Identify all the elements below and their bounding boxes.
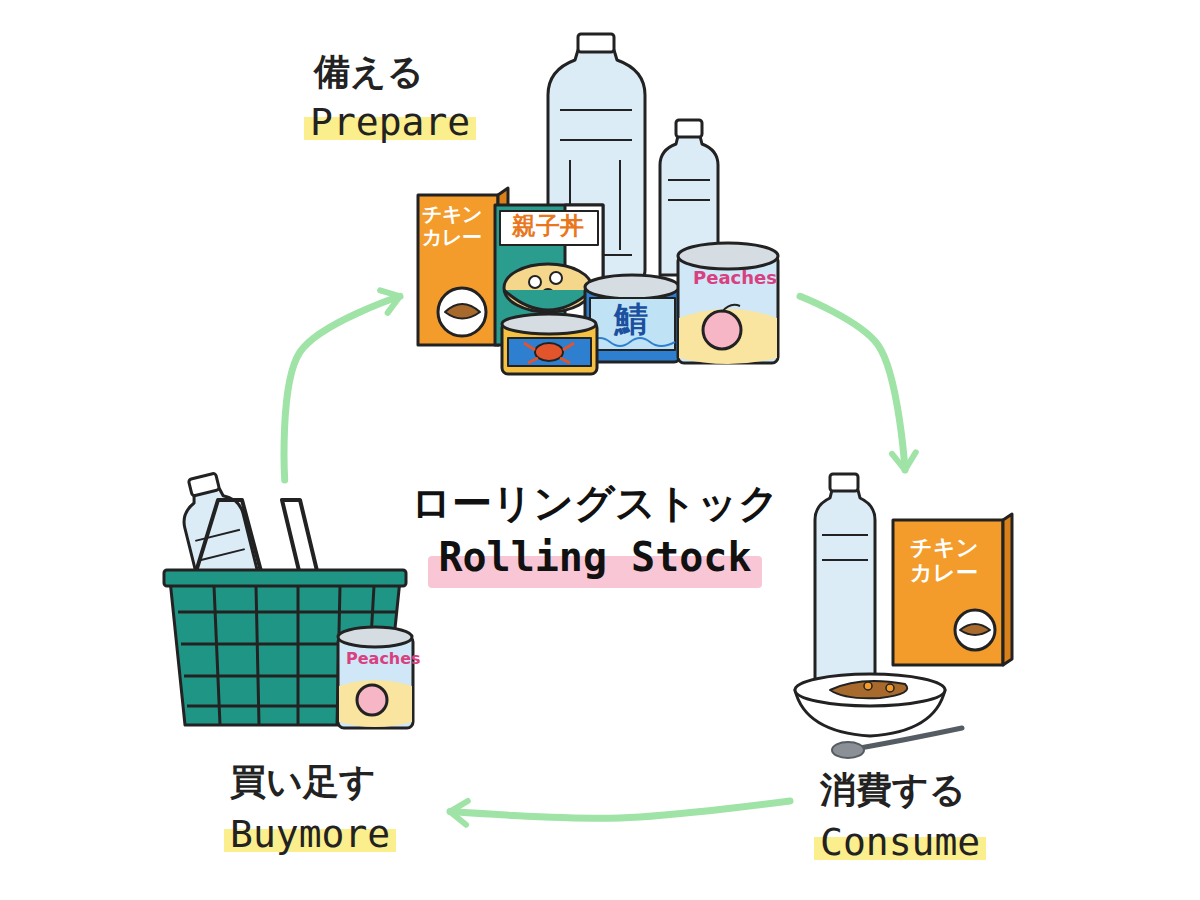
curry-box: [438, 288, 486, 336]
crab-can: [524, 343, 574, 363]
stage-label: Prepare: [304, 100, 476, 146]
basket-handles: [282, 500, 318, 575]
stage-heading: 消費する: [820, 768, 966, 811]
curry-plate: [830, 681, 907, 698]
curry-plate: [795, 674, 945, 706]
curry-plate: [864, 682, 872, 690]
spoon: [860, 728, 962, 748]
spoon: [832, 742, 864, 758]
small-water-bottle: [668, 180, 710, 200]
basket-handles: [195, 500, 262, 575]
peach-can: [339, 680, 412, 727]
cycle-arrow: [284, 296, 400, 480]
oyakodon-bowl: [504, 290, 592, 310]
mackerel-can: [585, 275, 679, 299]
water-bottle: [822, 535, 868, 560]
spoon: [832, 728, 962, 758]
small-water-bottle: [676, 120, 702, 137]
stage-label: Consume: [814, 820, 986, 866]
curry-box: [893, 520, 1003, 665]
peach-can: [338, 627, 413, 728]
water-bottle: [830, 474, 858, 491]
curry-box: [960, 624, 990, 635]
curry-box: [1003, 514, 1012, 665]
peach-can: [338, 627, 412, 647]
stage-label: Buymore: [224, 812, 396, 858]
stage-group: 買い足す Buymore: [160, 480, 450, 866]
oyakodon-bowl: [550, 272, 562, 284]
oyakodon-box: [495, 205, 603, 345]
stock-illustration: [418, 34, 778, 374]
stage-heading: 買い足す: [230, 760, 376, 803]
oyakodon-box: [495, 205, 603, 345]
package-label: Peaches: [346, 650, 421, 668]
water-bottle: [815, 474, 875, 690]
oyakodon-bowl: [504, 264, 592, 312]
curry-box: [893, 514, 1012, 665]
peach-can: [679, 309, 777, 364]
peach-can: [703, 311, 741, 349]
mackerel-can: [590, 298, 675, 350]
package-label: 鯖: [614, 300, 648, 339]
peach-can: [678, 243, 778, 364]
mackerel-can: [590, 338, 675, 346]
peach-can: [722, 305, 740, 312]
crab-can: [502, 314, 597, 374]
peach-can: [678, 255, 778, 363]
large-water-bottle: [578, 34, 614, 52]
package-label: Peaches: [693, 268, 777, 289]
package-label: チキンカレー: [422, 203, 488, 249]
curry-box: [418, 195, 498, 345]
basket-handles: [195, 500, 318, 575]
package-label: 親子丼: [512, 213, 584, 241]
stage-heading: 備える: [314, 50, 424, 93]
peach-can: [678, 243, 778, 269]
crab-can: [508, 338, 591, 366]
peach-can: [357, 685, 387, 715]
water-bottle: [188, 473, 219, 496]
crab-can: [502, 314, 596, 334]
oyakodon-bowl: [504, 264, 592, 312]
oyakodon-bowl: [529, 276, 541, 288]
curry-box: [955, 610, 995, 650]
shopping-illustration: [164, 469, 413, 728]
meal-illustration: [795, 474, 1012, 758]
curry-plate: [886, 684, 894, 692]
curry-box: [445, 304, 480, 319]
crab-can: [535, 343, 563, 361]
shopping-basket: [164, 570, 406, 586]
oyakodon-box: [500, 211, 598, 245]
cycle-arrow: [450, 801, 790, 818]
water-bottle: [815, 490, 875, 690]
diagram-title: ローリングストック Rolling Stock: [375, 476, 815, 584]
mackerel-can: [585, 275, 680, 362]
package-label: チキンカレー: [910, 535, 980, 586]
curry-plate: [795, 674, 945, 736]
cycle-arrow: [800, 296, 905, 470]
stage-group: 消費する Consume: [790, 470, 1020, 874]
